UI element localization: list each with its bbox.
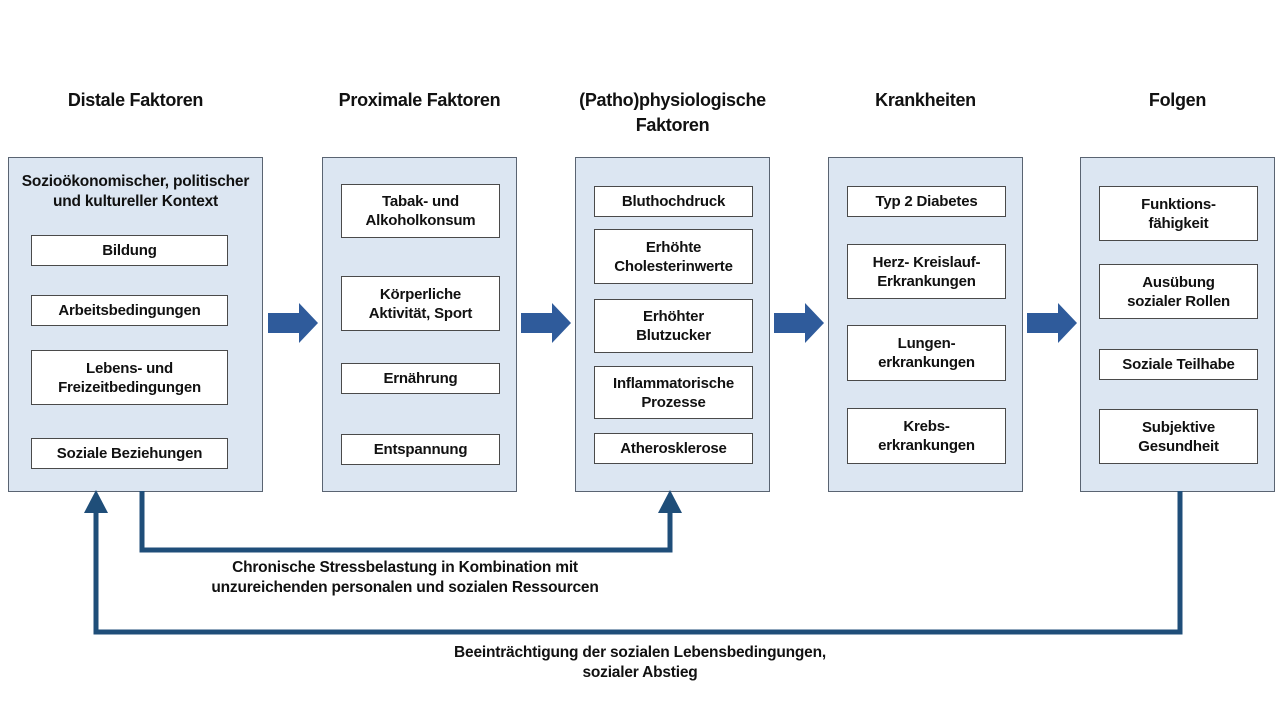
column-title-pathophysiologische-faktoren: (Patho)physiologische Faktoren xyxy=(579,90,766,135)
item-ausuebung-sozialer-rollen: Ausübung sozialer Rollen xyxy=(1099,264,1258,319)
item-lungenerkrankungen: Lungen- erkrankungen xyxy=(847,325,1006,381)
panel-pathophysiologische-faktoren: Bluthochdruck Erhöhte Cholesterinwerte E… xyxy=(575,157,770,492)
panel-proximale-faktoren: Tabak- und Alkoholkonsum Körperliche Akt… xyxy=(322,157,517,492)
label-chronische-stressbelastung: Chronische Stressbelastung in Kombinatio… xyxy=(211,559,599,596)
item-erhoehter-blutzucker: Erhöhter Blutzucker xyxy=(594,299,753,353)
flow-arrow-right-icon-1 xyxy=(268,303,318,343)
item-bluthochdruck: Bluthochdruck xyxy=(594,186,753,217)
column-title-folgen: Folgen xyxy=(1148,90,1207,110)
item-atherosklerose: Atherosklerose xyxy=(594,433,753,464)
feedback-arrow-stress xyxy=(139,490,682,553)
item-arbeitsbedingungen: Arbeitsbedingungen xyxy=(31,295,228,326)
panel-krankheiten: Typ 2 Diabetes Herz- Kreislauf- Erkranku… xyxy=(828,157,1023,492)
flow-arrow-right-icon-4 xyxy=(1027,303,1077,343)
item-soziale-beziehungen: Soziale Beziehungen xyxy=(31,438,228,469)
panel-distale-faktoren: Sozioökonomischer, politischer und kultu… xyxy=(8,157,263,492)
flow-arrow-right-icon-3 xyxy=(774,303,824,343)
item-subjektive-gesundheit: Subjektive Gesundheit xyxy=(1099,409,1258,464)
label-beeintraechtigung-sozialer-abstieg: Beeinträchtigung der sozialen Lebensbedi… xyxy=(454,644,826,681)
item-typ-2-diabetes: Typ 2 Diabetes xyxy=(847,186,1006,217)
item-herz-kreislauf-erkrankungen: Herz- Kreislauf- Erkrankungen xyxy=(847,244,1006,299)
item-entspannung: Entspannung xyxy=(341,434,500,465)
item-koerperliche-aktivitaet-sport: Körperliche Aktivität, Sport xyxy=(341,276,500,331)
column-title-proximale-faktoren: Proximale Faktoren xyxy=(338,90,501,110)
item-krebserkrankungen: Krebs- erkrankungen xyxy=(847,408,1006,464)
item-erhoehte-cholesterinwerte: Erhöhte Cholesterinwerte xyxy=(594,229,753,284)
context-header: Sozioökonomischer, politischer und kultu… xyxy=(21,173,250,210)
column-title-distale-faktoren: Distale Faktoren xyxy=(67,90,204,110)
column-title-krankheiten: Krankheiten xyxy=(875,90,976,110)
item-ernaehrung: Ernährung xyxy=(341,363,500,394)
item-lebens-und-freizeitbedingungen: Lebens- und Freizeitbedingungen xyxy=(31,350,228,405)
panel-folgen: Funktions- fähigkeit Ausübung sozialer R… xyxy=(1080,157,1275,492)
item-soziale-teilhabe: Soziale Teilhabe xyxy=(1099,349,1258,380)
item-bildung: Bildung xyxy=(31,235,228,266)
item-funktionsfaehigkeit: Funktions- fähigkeit xyxy=(1099,186,1258,241)
flow-arrow-right-icon-2 xyxy=(521,303,571,343)
item-tabak-und-alkoholkonsum: Tabak- und Alkoholkonsum xyxy=(341,184,500,238)
item-inflammatorische-prozesse: Inflammatorische Prozesse xyxy=(594,366,753,419)
